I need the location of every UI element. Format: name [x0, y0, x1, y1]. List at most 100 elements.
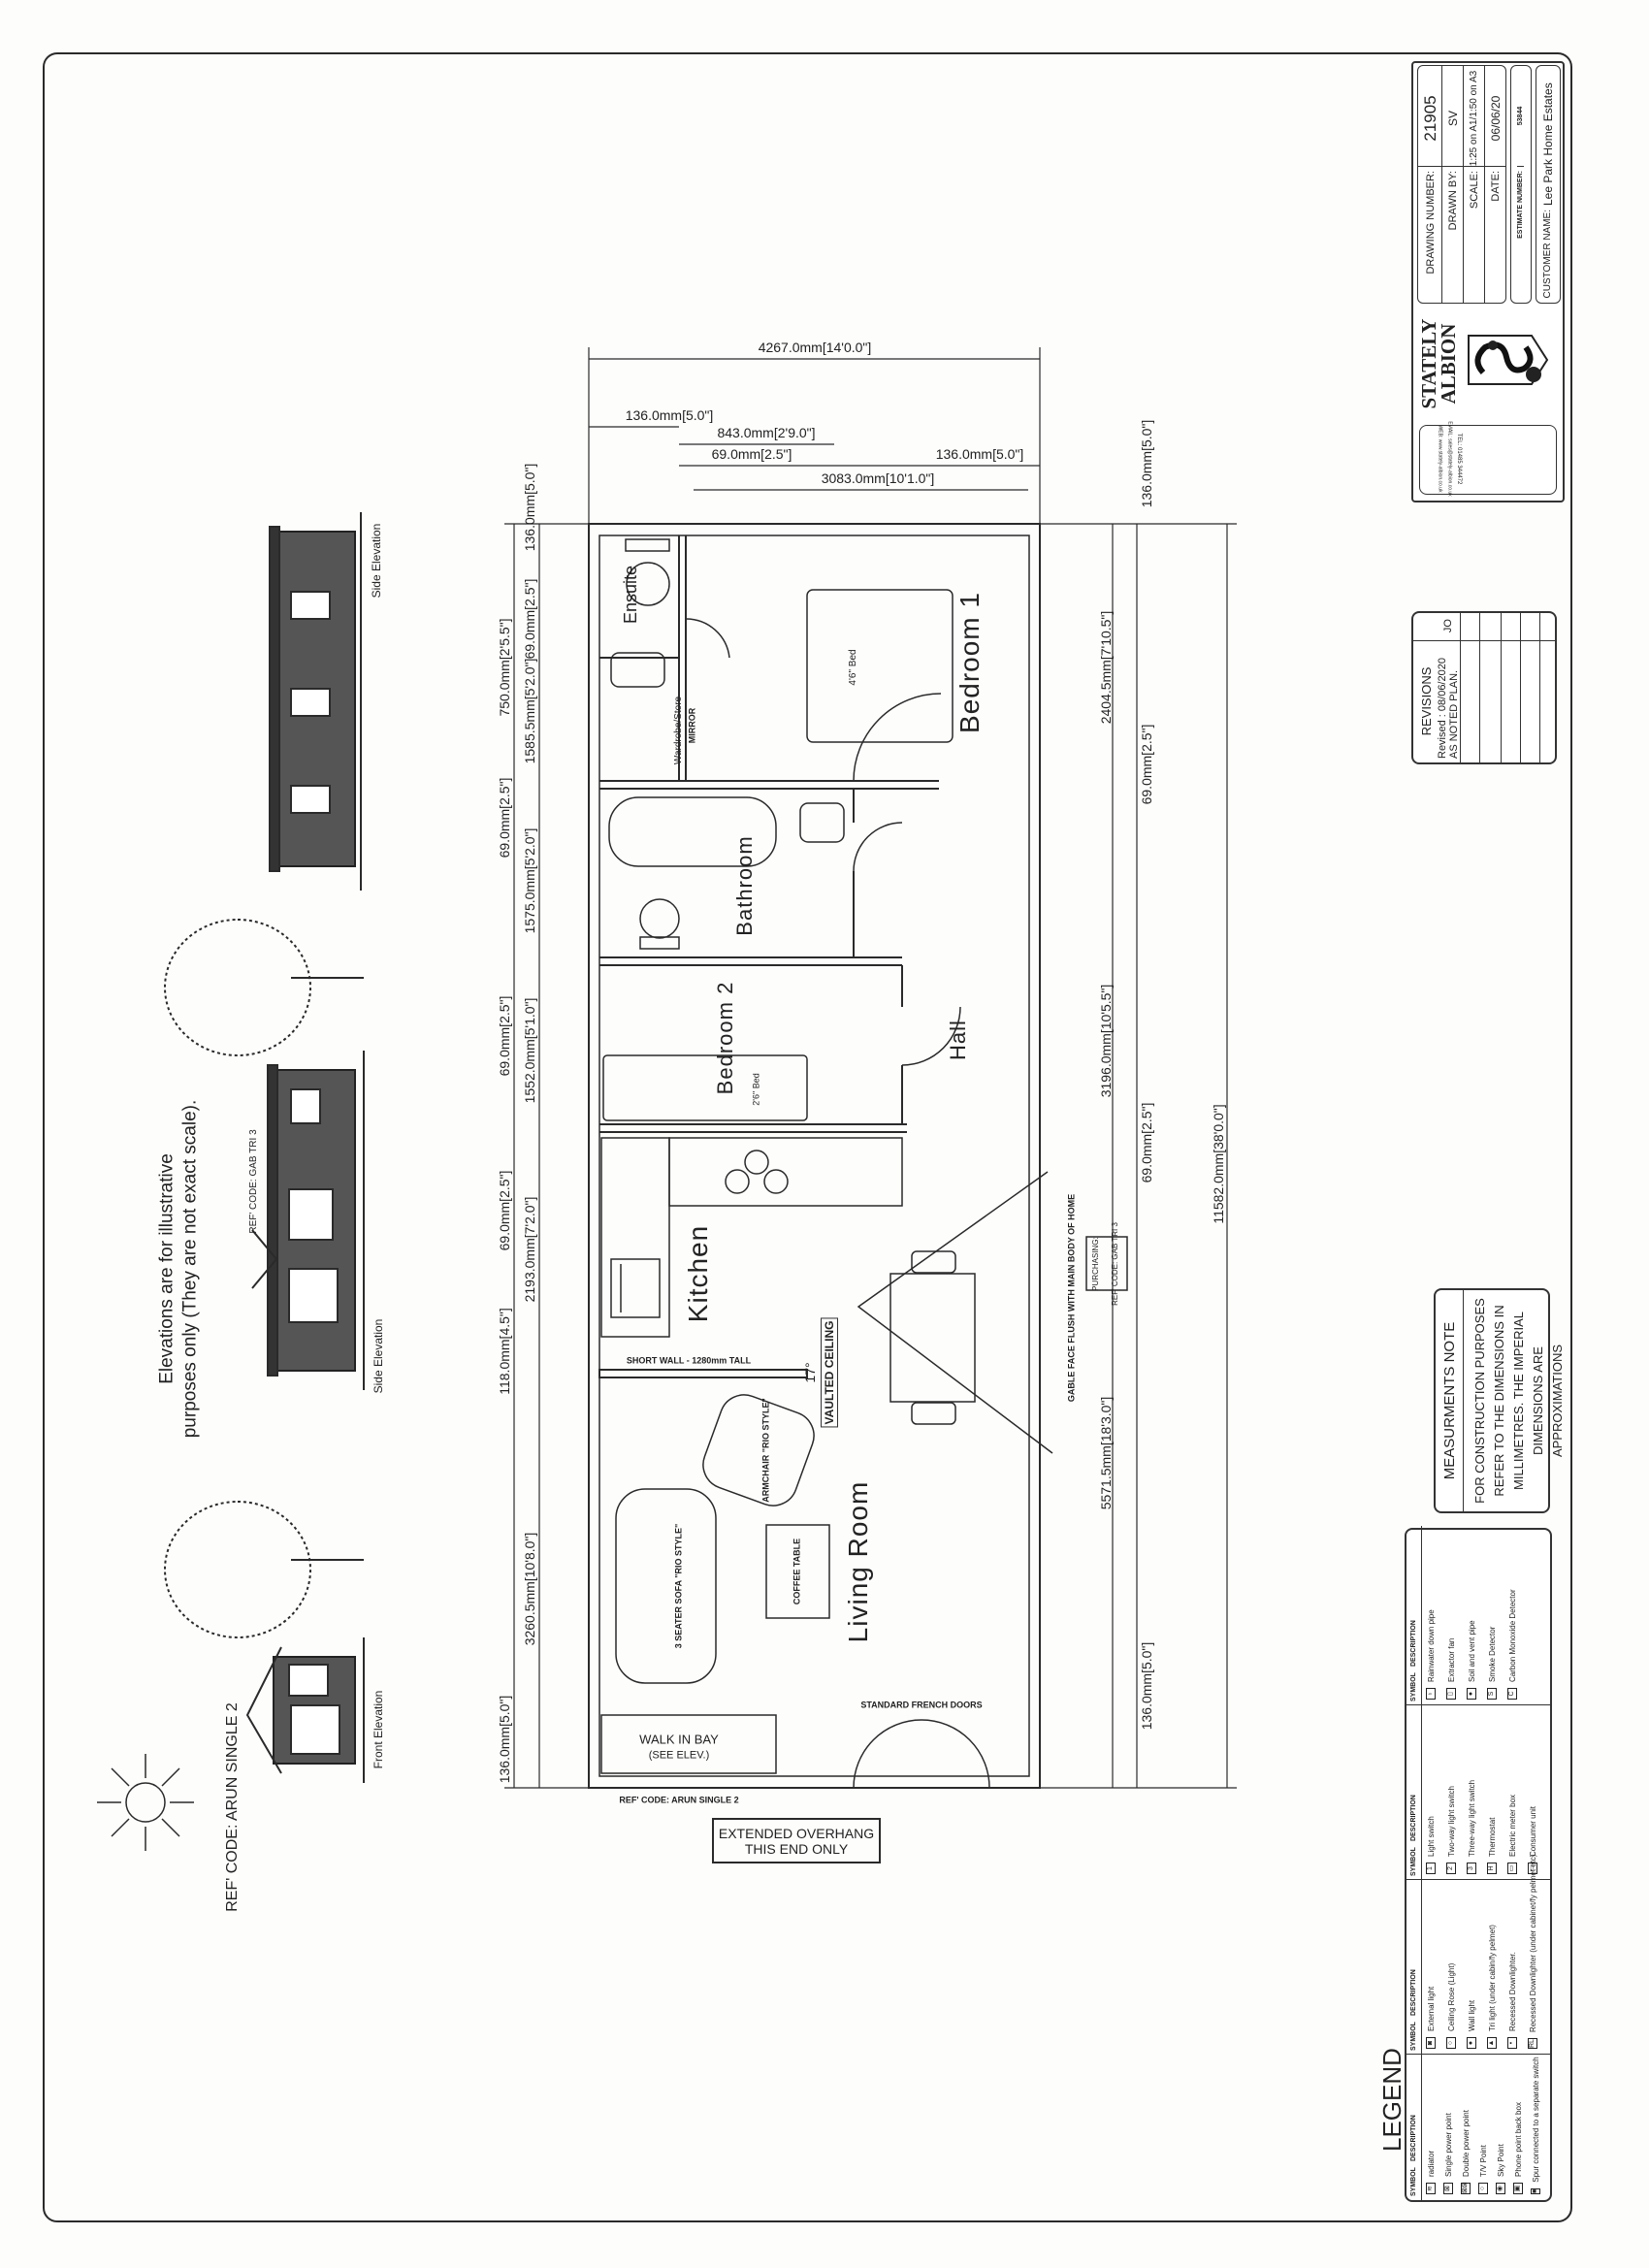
legend-divider — [1406, 1879, 1550, 1880]
legend-item: ▣ Phone point back box — [1513, 2102, 1523, 2194]
measurements-note-line: DIMENSIONS ARE APPROXIMATIONS — [1531, 1344, 1565, 1458]
dimension-label: 2404.5mm[7'10.5"] — [1098, 610, 1114, 725]
legend-item-label: Recessed Downlighter. — [1507, 1952, 1517, 2031]
dimension-label: 69.0mm[2.5"] — [711, 446, 792, 462]
extractor-icon: ▯ — [1446, 1688, 1456, 1700]
measurements-note-line: REFER TO THE DIMENSIONS IN — [1492, 1305, 1506, 1497]
dimension-label: 3196.0mm[10'5.5"] — [1098, 984, 1114, 1098]
legend-item: ⊠⊠ Double power point — [1461, 2110, 1471, 2194]
legend-item-label: External light — [1426, 1986, 1436, 2031]
legend-item-label: Double power point — [1461, 2110, 1471, 2177]
sheet-border — [43, 52, 1572, 2222]
switch-3-icon: 3 — [1467, 1863, 1476, 1874]
legend-item-label: T/V Point — [1478, 2145, 1488, 2177]
legend-item-label: Sky Point — [1496, 2144, 1505, 2177]
switch-1-icon: 1 — [1426, 1863, 1436, 1874]
side-elevation-label: Side Elevation — [372, 1318, 385, 1394]
sofa-shape — [615, 1488, 717, 1684]
soil-pipe-icon: ● — [1467, 1688, 1476, 1700]
overhang-box — [712, 1818, 881, 1863]
short-wall-label: SHORT WALL - 1280mm TALL — [626, 1355, 752, 1366]
smoke-icon: S — [1487, 1688, 1497, 1700]
sky-icon: ◉ — [1496, 2183, 1505, 2194]
legend-item: ▭ Consumer unit — [1528, 1806, 1537, 1874]
legend-item: ○ T/V Point — [1478, 2145, 1488, 2194]
title-block: TEL: 01485 344472 EMAIL: sales@stately-a… — [1411, 61, 1565, 502]
plan-ref-code: REF' CODE: ARUN SINGLE 2 — [619, 1795, 739, 1805]
legend-item: S Smoke Detector — [1487, 1627, 1497, 1700]
spur-icon: ■ — [1531, 2187, 1540, 2194]
legend-description-header: DESCRIPTION — [1410, 1795, 1417, 1841]
legend-item-label: Rainwater down pipe — [1426, 1609, 1436, 1682]
contact-tel: TEL: 01485 344472 — [1456, 433, 1462, 485]
legend-divider — [1406, 2054, 1550, 2055]
legend-item-label: Three-way light switch — [1467, 1779, 1476, 1857]
legend-item-label: Consumer unit — [1528, 1805, 1537, 1857]
measurements-note-line: FOR CONSTRUCTION PURPOSES — [1472, 1298, 1487, 1504]
overall-length-label: 11582.0mm[38'0.0"] — [1211, 1100, 1226, 1228]
main-ref-code: REF' CODE: ARUN SINGLE 2 — [224, 1702, 241, 1912]
legend-item-label: Smoke Detector — [1487, 1626, 1497, 1682]
vaulted-ceiling-label: VAULTED CEILING — [821, 1317, 838, 1428]
measurements-note-line: MILLIMETRES. THE IMPERIAL — [1511, 1312, 1526, 1490]
estimate-box: ESTIMATE NUMBER:53844 — [1510, 65, 1532, 304]
date-label: DATE: — [1489, 171, 1502, 202]
consumer-unit-icon: ▭ — [1528, 1863, 1537, 1874]
purchasing-label: PURCHASING: — [1091, 1237, 1100, 1291]
downlighter-icon: • — [1507, 2037, 1517, 2049]
dimension-label: 136.0mm[5.0"] — [497, 1695, 512, 1784]
dimension-label: 136.0mm[5.0"] — [935, 446, 1024, 462]
legend-item: • Recessed Downlighter. — [1507, 1952, 1517, 2049]
walk-in-bay-label: WALK IN BAY — [639, 1732, 719, 1747]
drawing-info: DRAWING NUMBER:21905 DRAWN BY:SV SCALE:1… — [1417, 65, 1506, 304]
dimension-label: 136.0mm[5.0"] — [1139, 419, 1154, 508]
dimension-label: 69.0mm[2.5"] — [497, 1170, 512, 1251]
co-icon: C — [1507, 1688, 1517, 1700]
legend-item-label: Thermostat — [1487, 1817, 1497, 1857]
elevations-note-line1: Elevations are for illustrative — [156, 1153, 178, 1384]
drawing-number-value: 21905 — [1421, 95, 1439, 142]
revision-initials: JO — [1442, 619, 1454, 633]
revisions-title: REVISIONS — [1419, 666, 1434, 736]
double-power-icon: ⊠⊠ — [1461, 2182, 1471, 2194]
brand-logo: STATELY ALBION — [1417, 307, 1460, 421]
tv-icon: ○ — [1478, 2183, 1488, 2194]
french-doors-label: STANDARD FRENCH DOORS — [860, 1700, 983, 1710]
dimension-label: 69.0mm[2.5"] — [497, 777, 512, 859]
dimension-label: 1575.0mm[5'2.0"] — [522, 827, 537, 934]
legend-symbol-header: SYMBOL — [1410, 1672, 1417, 1701]
sun-drawing — [97, 1754, 194, 1851]
revision-entry: AS NOTED PLAN. — [1448, 669, 1460, 759]
radiator-icon: ≋ — [1426, 2183, 1436, 2194]
legend-description-header: DESCRIPTION — [1410, 2115, 1417, 2161]
tri-light-icon: ▲ — [1487, 2037, 1497, 2049]
contact-web: WEB: www.stately-albion.co.uk — [1437, 425, 1443, 493]
phone-icon: ▣ — [1513, 2183, 1523, 2194]
legend-item-label: Phone point back box — [1513, 2102, 1523, 2177]
legend-item-label: Single power point — [1443, 2113, 1453, 2177]
legend-item: ●Wall light — [1467, 2000, 1476, 2049]
legend-item: H Thermostat — [1487, 1818, 1497, 1874]
rainwater-icon: ♁ — [1426, 1688, 1436, 1700]
legend-item: ○Ceiling Rose (Light) — [1446, 1963, 1456, 2049]
measurements-note: MEASURMENTS NOTE FOR CONSTRUCTION PURPOS… — [1434, 1288, 1565, 1513]
front-elevation-label: Front Elevation — [372, 1690, 385, 1769]
dimension-label: 118.0mm[4.5"] — [497, 1308, 512, 1395]
scale-label: SCALE: — [1468, 171, 1480, 210]
legend-item-label: Spur connected to a separate switch — [1531, 2057, 1540, 2183]
date-value: 06/06/20 — [1488, 95, 1503, 142]
thermostat-icon: H — [1487, 1863, 1497, 1874]
wall-light-icon: ● — [1467, 2037, 1476, 2049]
dimension-label: 1585.5mm[5'2.0"] — [522, 658, 537, 764]
legend-item-label: Carbon Monoxide Detector — [1507, 1589, 1517, 1682]
mirror-label: MIRROR — [687, 707, 697, 744]
legend-item-label: radiator — [1426, 2150, 1436, 2177]
dining-table-shape — [889, 1273, 976, 1403]
downlighter-cabinet-icon: RL — [1528, 2038, 1537, 2049]
tree-drawings — [164, 919, 364, 1638]
armchair-shape — [702, 1394, 815, 1507]
external-light-icon: ◙ — [1426, 2037, 1436, 2049]
